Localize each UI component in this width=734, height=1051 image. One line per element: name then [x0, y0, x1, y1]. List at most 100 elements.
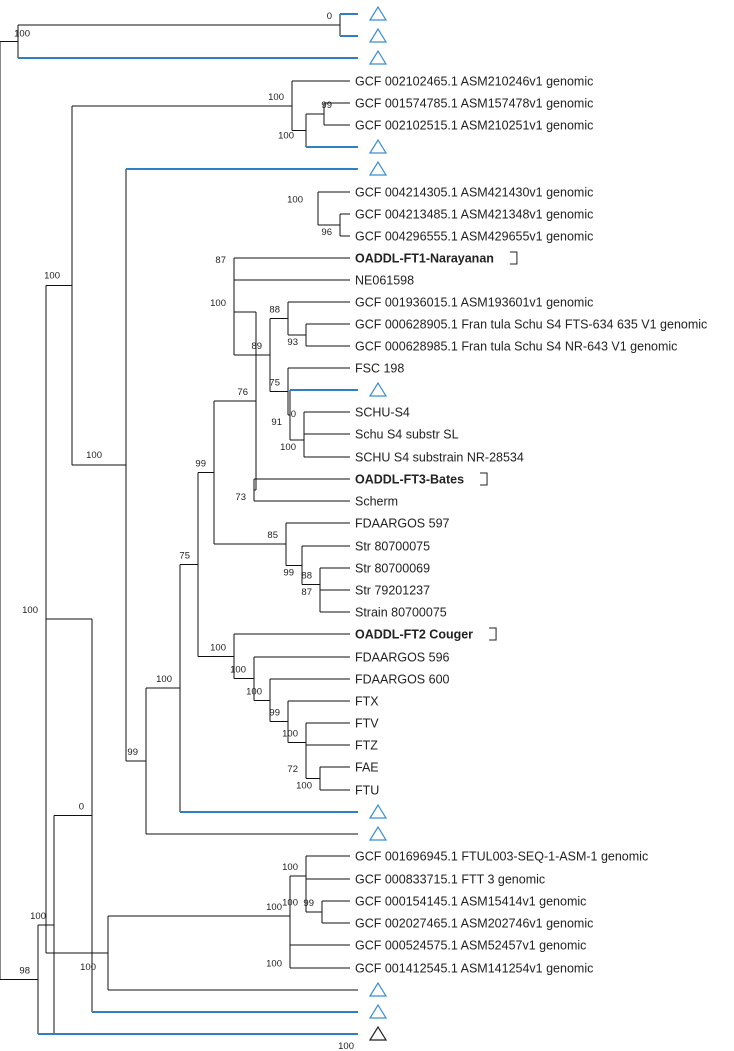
support-value: 0 [327, 11, 332, 22]
tip-label: FTV [355, 717, 379, 731]
tip-label: Str 80700069 [355, 562, 430, 576]
tip-label: GCF 001412545.1 ASM141254v1 genomic [355, 962, 593, 976]
tip-label: Str 80700075 [355, 540, 430, 554]
support-value: 75 [179, 550, 190, 561]
support-value: 99 [195, 459, 206, 470]
support-value: 98 [19, 965, 30, 976]
collapsed-clade-triangle-icon [368, 381, 388, 397]
tip-label: GCF 000628985.1 Fran tula Schu S4 NR-643… [355, 340, 677, 354]
bracket-marker [489, 627, 497, 641]
bracket-marker [509, 251, 518, 265]
tip-label: FTZ [355, 739, 378, 753]
tip-label: GCF 000154145.1 ASM15414v1 genomic [355, 895, 586, 909]
highlighted-tip-label: OADDL-FT1-Narayanan [355, 252, 494, 266]
collapsed-clade-triangle-icon [368, 138, 388, 154]
tip-label: Str 79201237 [355, 584, 430, 598]
tip-label: Schu S4 substr SL [355, 428, 459, 442]
support-value: 88 [301, 571, 312, 582]
highlighted-tip-label: OADDL-FT2 Couger [355, 628, 473, 642]
tip-label: GCF 004213485.1 ASM421348v1 genomic [355, 208, 593, 222]
tip-label: FTX [355, 695, 379, 709]
support-value: 100 [278, 131, 294, 142]
support-value: 88 [269, 305, 280, 316]
support-value: 100 [230, 665, 246, 676]
support-value: 100 [14, 29, 30, 40]
support-value: 100 [338, 1041, 354, 1051]
support-value: 0 [79, 802, 84, 813]
tip-label: FSC 198 [355, 362, 404, 376]
support-value: 99 [321, 100, 332, 111]
support-value: 73 [235, 492, 246, 503]
support-value: 100 [282, 862, 298, 873]
support-value: 0 [291, 409, 296, 420]
support-value: 93 [287, 337, 298, 348]
support-value: 72 [287, 764, 298, 775]
tip-label: Strain 80700075 [355, 606, 447, 620]
support-value: 99 [127, 747, 138, 758]
tip-label: NE061598 [355, 274, 414, 288]
tip-label: FDAARGOS 597 [355, 517, 450, 531]
support-value: 91 [271, 417, 282, 428]
support-value: 85 [267, 530, 278, 541]
collapsed-clade-triangle-icon [368, 803, 388, 819]
tip-label: GCF 000833715.1 FTT 3 genomic [355, 873, 545, 887]
support-values: 0100991001009610093880100917589871007376… [14, 11, 354, 1051]
support-value: 100 [296, 781, 312, 792]
tip-label: SCHU S4 substrain NR-28534 [355, 451, 524, 465]
tip-label: GCF 002102465.1 ASM210246v1 genomic [355, 75, 593, 89]
collapsed-clade-triangle-icon [368, 27, 388, 43]
support-value: 100 [44, 270, 60, 281]
tip-label: GCF 002027465.1 ASM202746v1 genomic [355, 917, 593, 931]
support-value: 100 [86, 450, 102, 461]
support-value: 75 [269, 378, 280, 389]
support-value: 100 [266, 902, 282, 913]
collapsed-clade-triangle-icon [368, 160, 388, 176]
support-value: 99 [269, 708, 280, 719]
tip-label: GCF 002102515.1 ASM210251v1 genomic [355, 119, 593, 133]
support-value: 89 [251, 341, 262, 352]
support-value: 100 [287, 195, 303, 206]
collapsed-clade-triangle-icon [368, 1003, 388, 1019]
support-value: 100 [282, 898, 298, 909]
tip-label: FDAARGOS 600 [355, 673, 450, 687]
tip-label: FAE [355, 761, 379, 775]
support-value: 100 [156, 674, 172, 685]
tip-label: GCF 000628905.1 Fran tula Schu S4 FTS-63… [355, 318, 707, 332]
tip-label: GCF 004296555.1 ASM429655v1 genomic [355, 230, 593, 244]
support-value: 100 [210, 642, 226, 653]
support-value: 100 [268, 92, 284, 103]
collapsed-clade-triangle-icon [368, 825, 388, 841]
support-value: 87 [215, 255, 226, 266]
support-value: 96 [321, 227, 332, 238]
support-value: 100 [266, 959, 282, 970]
collapsed-clade-triangle-icon [368, 5, 388, 21]
tip-label: FDAARGOS 596 [355, 651, 450, 665]
highlighted-tip-label: OADDL-FT3-Bates [355, 473, 464, 487]
collapsed-clade-triangle-icon [368, 49, 388, 65]
support-value: 99 [283, 567, 294, 578]
support-value: 100 [246, 686, 262, 697]
tip-label: GCF 001696945.1 FTUL003-SEQ-1-ASM-1 geno… [355, 850, 648, 864]
bracket-marker [480, 472, 488, 486]
collapsed-clade-triangle-icon [368, 1025, 388, 1041]
collapsed-clade-triangle-icon [368, 981, 388, 997]
tip-label: Scherm [355, 495, 398, 509]
tip-label: GCF 001936015.1 ASM193601v1 genomic [355, 296, 593, 310]
support-value: 100 [80, 962, 96, 973]
support-value: 100 [30, 911, 46, 922]
tip-label: FTU [355, 784, 379, 798]
support-value: 100 [210, 298, 226, 309]
tip-label: SCHU-S4 [355, 406, 410, 420]
support-value: 76 [237, 387, 248, 398]
support-value: 100 [22, 605, 38, 616]
tip-label: GCF 004214305.1 ASM421430v1 genomic [355, 186, 593, 200]
tip-label: GCF 000524575.1 ASM52457v1 genomic [355, 939, 586, 953]
tree-branches [0, 13, 358, 1035]
support-value: 100 [280, 442, 296, 453]
support-value: 87 [301, 587, 312, 598]
support-value: 99 [303, 898, 314, 909]
support-value: 100 [282, 728, 298, 739]
tip-label: GCF 001574785.1 ASM157478v1 genomic [355, 97, 593, 111]
